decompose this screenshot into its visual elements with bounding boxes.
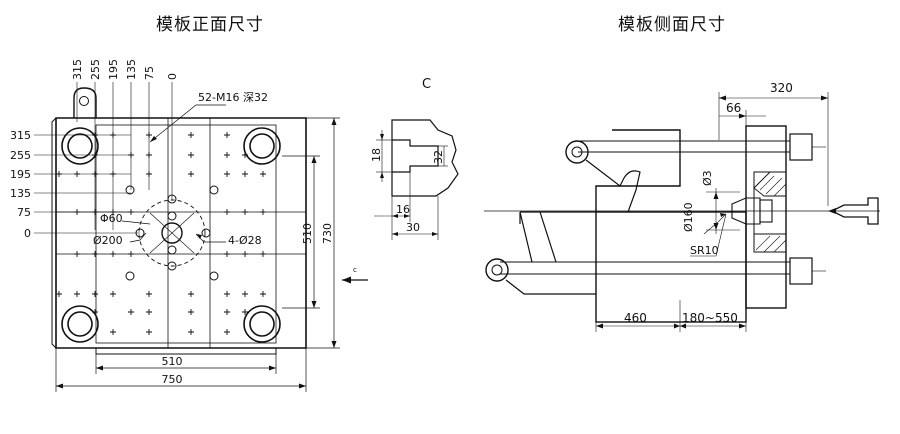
left-label-135: 135 [10, 187, 31, 200]
dim-stroke: 180~550 [682, 311, 738, 325]
dim-phi160: Ø160 [682, 202, 695, 232]
left-label-75: 75 [17, 206, 31, 219]
holes-28-label: 4-Ø28 [228, 234, 262, 247]
dim-outer-height: 730 [321, 223, 334, 244]
detail-dim-32: 32 [432, 150, 445, 164]
phi200-label: Ø200 [93, 234, 123, 247]
detail-c-label: C [422, 77, 431, 92]
left-label-255: 255 [10, 149, 31, 162]
dim-320: 320 [770, 81, 793, 95]
dim-sr10: SR10 [690, 244, 719, 257]
tie-bar-holes [61, 127, 281, 343]
top-label-195: 195 [107, 59, 120, 80]
front-view: 315 255 195 135 75 0 315 255 195 135 75 … [10, 59, 368, 392]
phi60-label: Φ60 [100, 212, 123, 225]
top-label-315: 315 [71, 59, 84, 80]
top-label-75: 75 [143, 66, 156, 80]
section-arrow-label: c [353, 266, 357, 274]
detail-dim-16: 16 [396, 203, 410, 216]
side-view: 320 66 Ø3 Ø160 SR10 460 180~550 [484, 81, 880, 332]
left-label-195: 195 [10, 168, 31, 181]
top-label-0: 0 [166, 73, 179, 80]
left-label-0: 0 [24, 227, 31, 240]
dim-460: 460 [624, 311, 647, 325]
hole-note: 52-M16 深32 [198, 91, 268, 104]
top-label-255: 255 [89, 59, 102, 80]
detail-dim-30: 30 [406, 221, 420, 234]
dim-inner-height: 510 [301, 223, 314, 244]
left-label-315: 315 [10, 129, 31, 142]
side-view-title: 模板侧面尺寸 [618, 15, 726, 35]
dim-outer-width: 750 [162, 373, 183, 386]
dim-inner-width: 510 [162, 355, 183, 368]
top-label-135: 135 [125, 59, 138, 80]
detail-dim-18: 18 [370, 148, 383, 162]
front-view-title: 模板正面尺寸 [156, 15, 264, 35]
dim-66: 66 [726, 101, 741, 115]
detail-c: C 18 32 16 30 [370, 77, 459, 240]
dim-phi3: Ø3 [701, 170, 714, 186]
